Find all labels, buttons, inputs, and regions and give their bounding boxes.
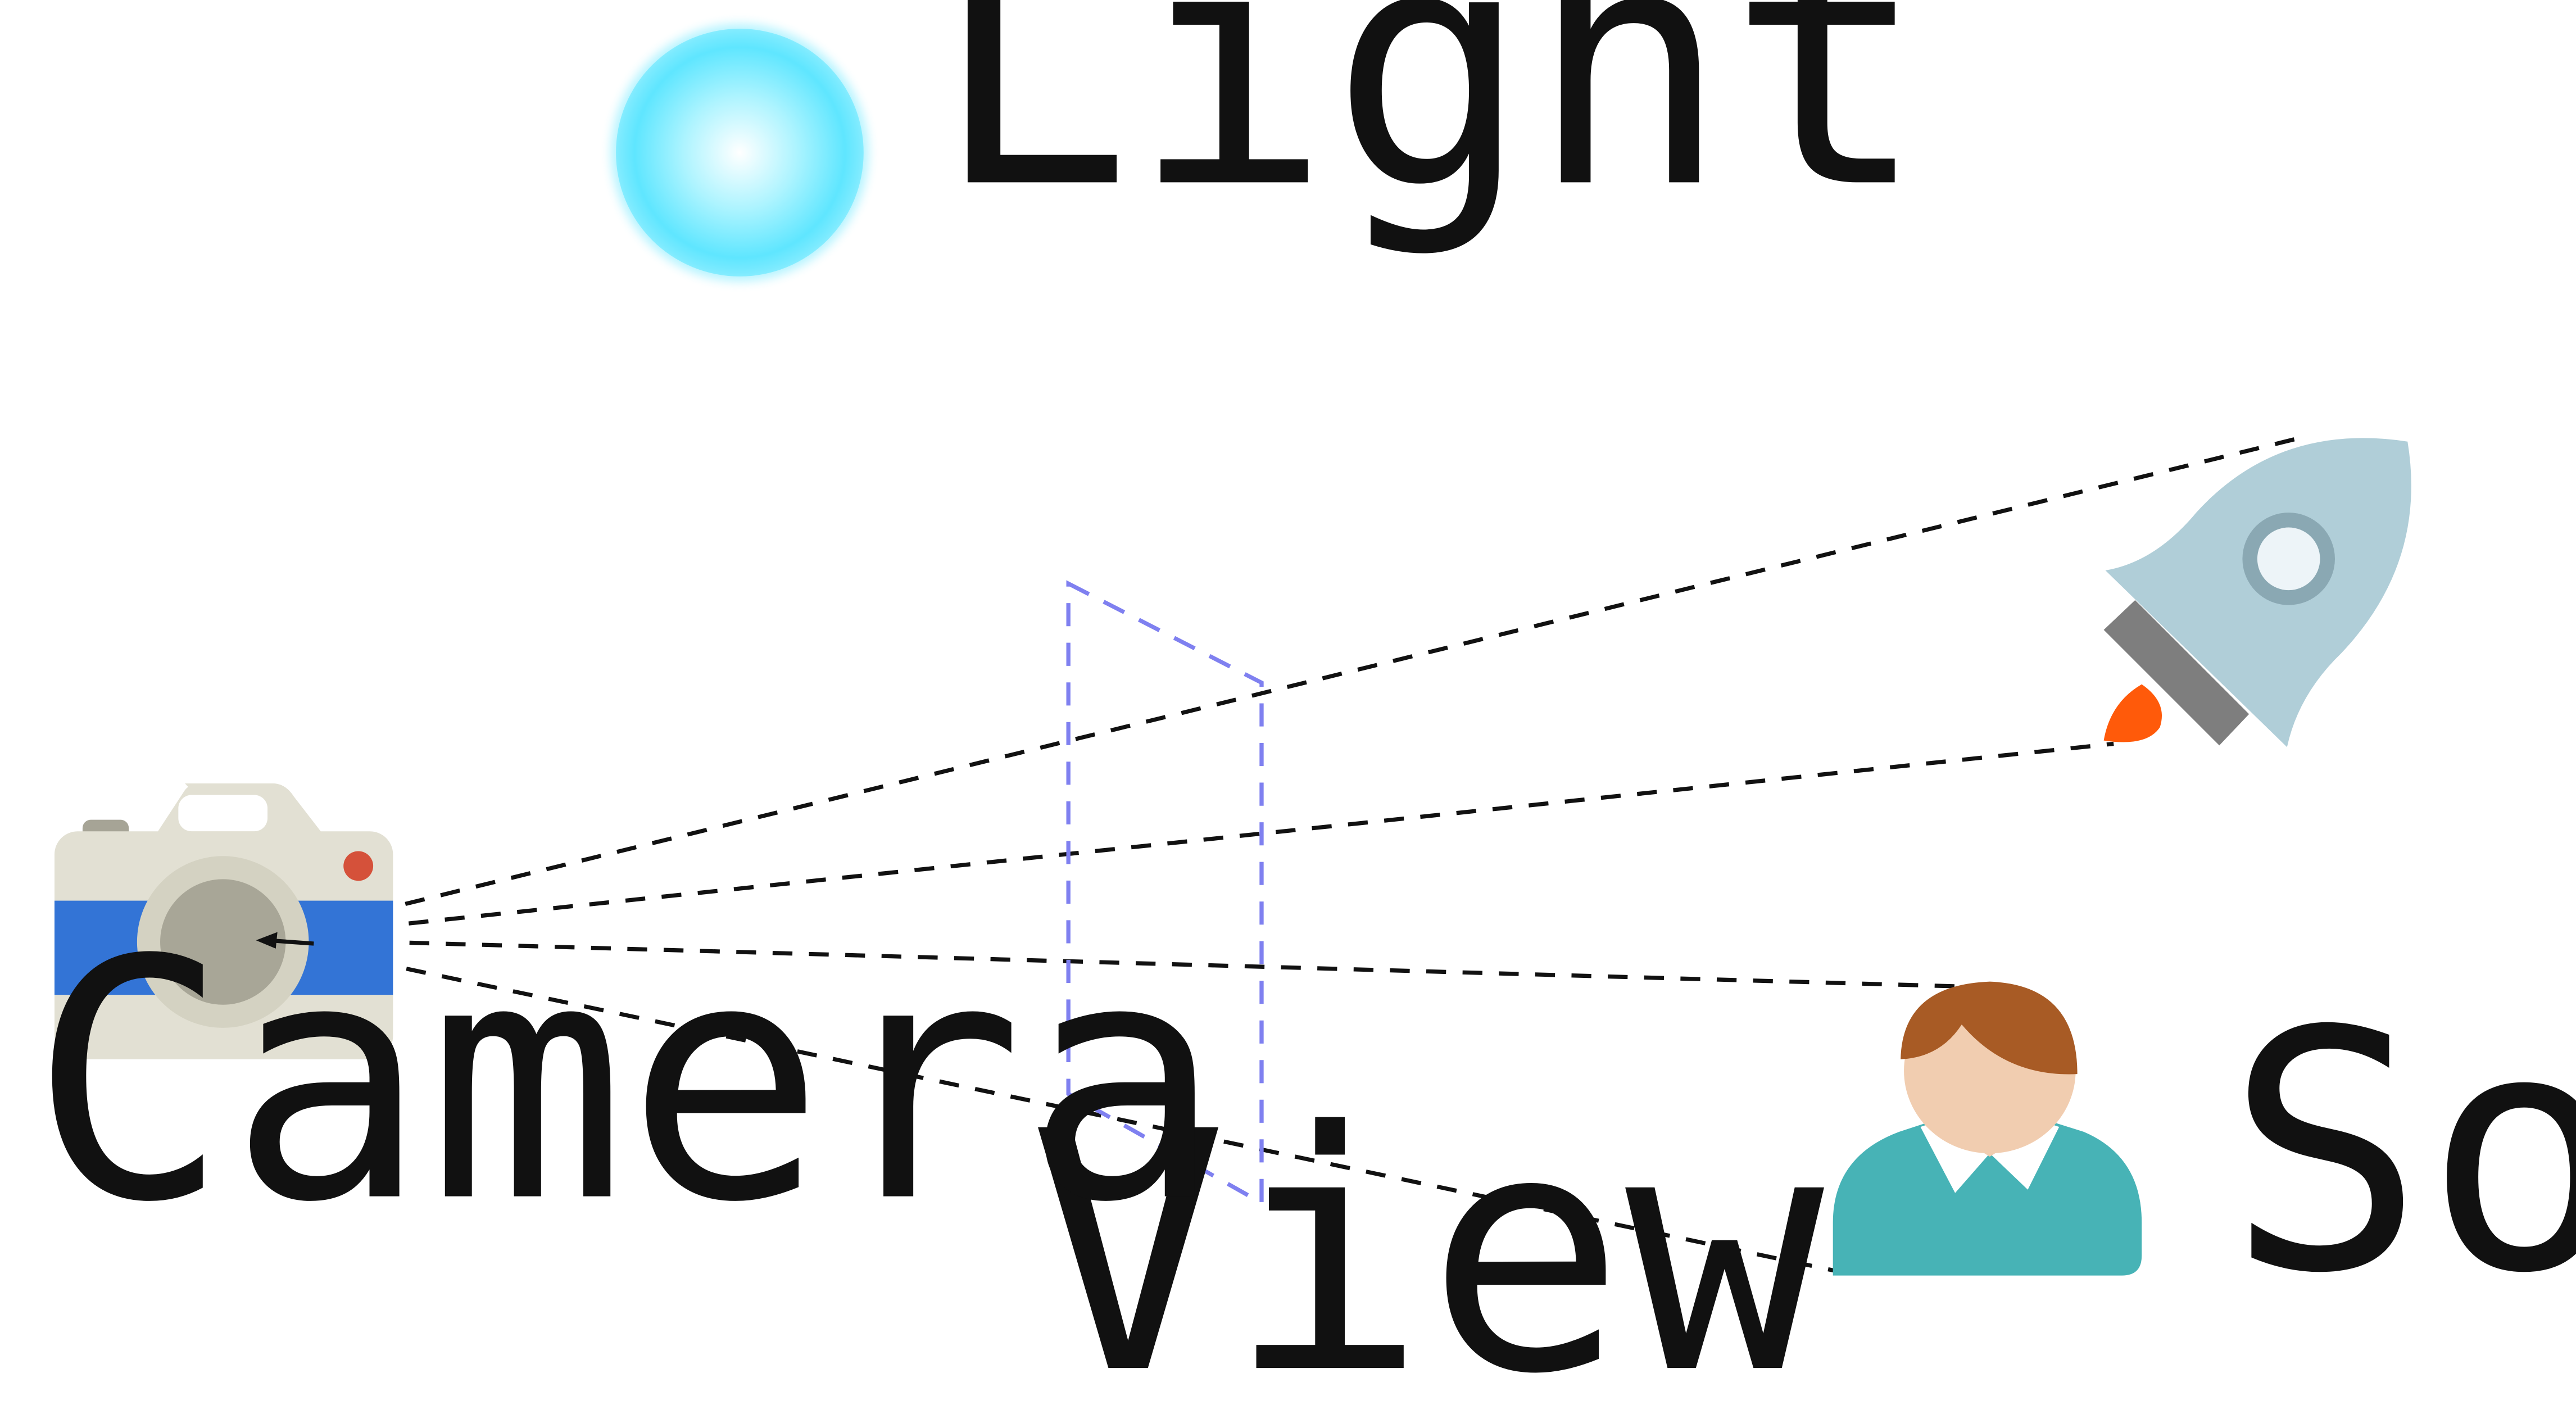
camera-label: Camera bbox=[30, 890, 1223, 1275]
rocket-icon bbox=[2103, 438, 2411, 747]
camera-icon bbox=[54, 783, 393, 1059]
solid-label: Solid bbox=[2226, 960, 2576, 1345]
ray-person-body bbox=[264, 936, 1858, 1278]
view-label: View bbox=[1029, 1061, 1827, 1405]
person-icon bbox=[1833, 981, 2142, 1276]
view-plane bbox=[1066, 580, 1264, 1207]
ray-rocket-flame bbox=[264, 741, 2114, 941]
ray-person-head bbox=[264, 936, 1965, 989]
light-label: Light bbox=[933, 0, 1927, 260]
light-sphere-icon bbox=[611, 24, 869, 282]
ray-rocket-tip bbox=[264, 436, 2300, 941]
rays bbox=[264, 436, 2300, 1278]
